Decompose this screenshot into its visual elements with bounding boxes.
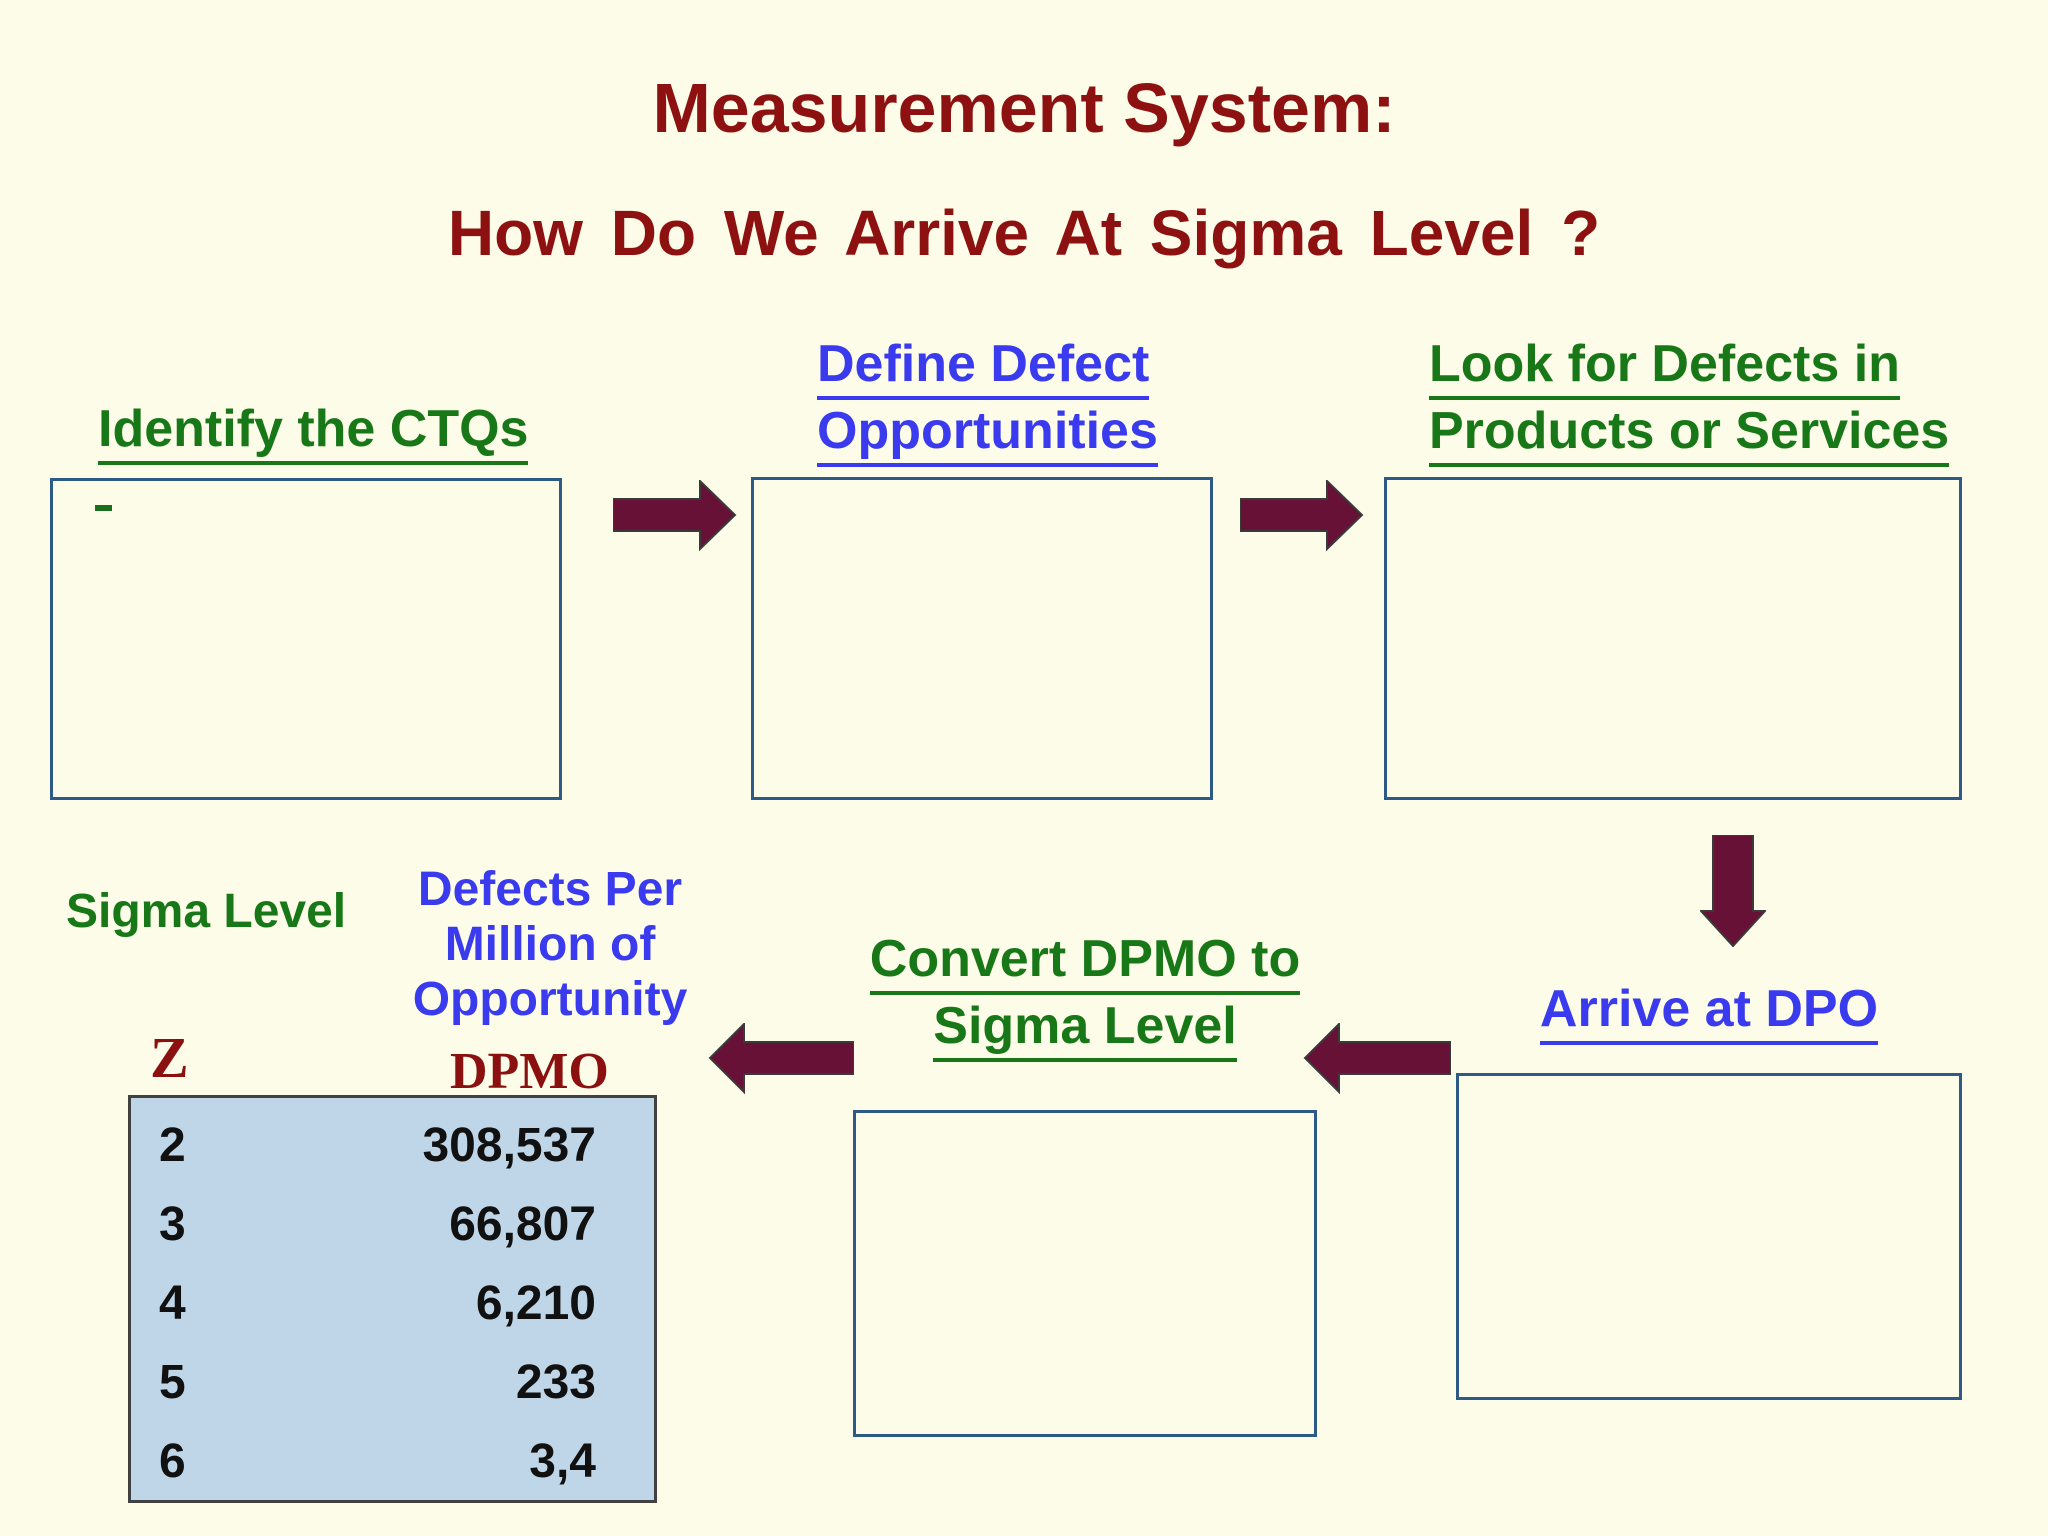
define-line2: Opportunities — [817, 400, 1158, 467]
table-row: 2 308,537 — [131, 1106, 654, 1185]
arrow-left-arrive-to-convert — [1303, 1023, 1451, 1095]
z-value: 3 — [159, 1198, 186, 1251]
step-heading-look-for-defects: Look for Defects in Products or Services — [1429, 333, 1950, 467]
dpmo-value: 3,4 — [529, 1435, 596, 1488]
flow-box-look-for-defects — [1384, 477, 1962, 800]
dpmo-value: 233 — [515, 1356, 596, 1409]
dpmo-column-label: DPMO — [450, 1043, 609, 1100]
step-heading-arrive-at-dpo: Arrive at DPO — [1456, 978, 1962, 1045]
step-heading-convert-dpmo: Convert DPMO to Sigma Level — [790, 928, 1380, 1062]
dpm-line2: Million of — [444, 918, 656, 971]
z-value: 4 — [159, 1277, 186, 1330]
arrow-down-look-to-arrive — [1700, 835, 1766, 947]
slide-title-line2: How Do We Arrive At Sigma Level ? — [447, 197, 1601, 269]
z-column-label: Z — [150, 1025, 189, 1090]
arrive-text: Arrive at DPO — [1539, 978, 1879, 1045]
dpmo-value: 6,210 — [475, 1277, 596, 1330]
step-heading-identify-ctqs: Identify the CTQs — [98, 398, 529, 465]
defects-per-million-column-header: Defects Per Million of Opportunity — [330, 862, 770, 1027]
flow-box-identify-ctqs — [50, 478, 562, 800]
slide-title-line1: Measurement System: — [652, 69, 1396, 147]
convert-line2: Sigma Level — [933, 995, 1237, 1062]
flow-box-convert-dpmo — [853, 1110, 1317, 1437]
arrow-right-define-to-look — [1240, 480, 1364, 552]
dpm-line1: Defects Per — [417, 863, 683, 916]
flow-box-arrive-at-dpo — [1456, 1073, 1962, 1400]
flow-box-define-defect-opportunities — [751, 477, 1213, 800]
arrow-left-convert-to-table — [708, 1023, 854, 1095]
dpmo-value: 66,807 — [449, 1198, 596, 1251]
table-row: 6 3,4 — [131, 1422, 654, 1501]
dpm-line3: Opportunity — [412, 973, 688, 1026]
z-value: 2 — [159, 1119, 186, 1172]
table-row: 5 233 — [131, 1343, 654, 1422]
look-line1: Look for Defects in — [1429, 333, 1900, 400]
define-line1: Define Defect — [817, 333, 1150, 400]
step-heading-define-defect-opportunities: Define Defect Opportunities — [817, 333, 1158, 467]
table-row: 3 66,807 — [131, 1185, 654, 1264]
sigma-conversion-table: 2 308,537 3 66,807 4 6,210 5 233 6 3,4 — [128, 1095, 657, 1503]
table-row: 4 6,210 — [131, 1264, 654, 1343]
step-heading-identify-ctqs-text: Identify the CTQs — [98, 398, 529, 465]
sigma-level-column-header: Sigma Level — [66, 885, 347, 938]
z-value: 5 — [159, 1356, 186, 1409]
bullet-dash — [95, 505, 112, 511]
look-line2: Products or Services — [1429, 400, 1950, 467]
arrow-right-identify-to-define — [613, 480, 737, 552]
z-value: 6 — [159, 1435, 186, 1488]
convert-line1: Convert DPMO to — [869, 928, 1301, 995]
dpmo-value: 308,537 — [422, 1119, 596, 1172]
